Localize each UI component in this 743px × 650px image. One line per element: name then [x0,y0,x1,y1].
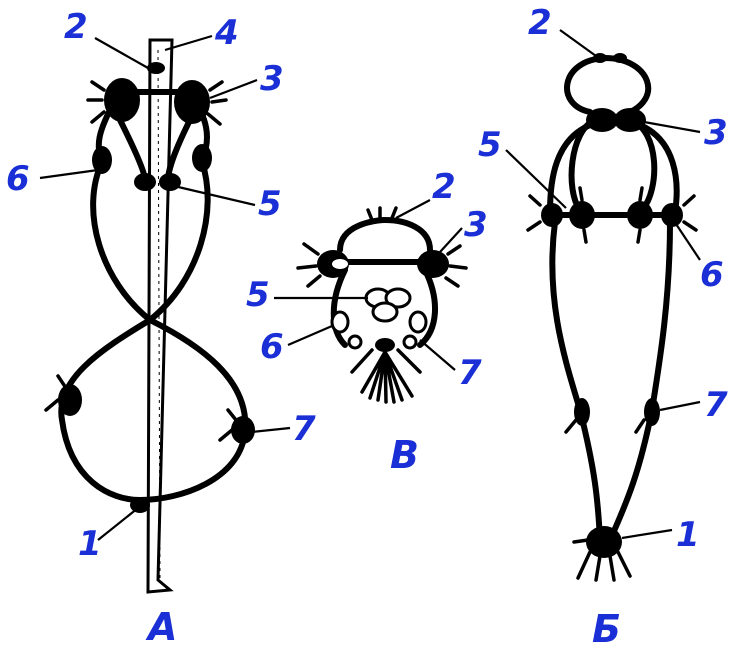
figure-c-label-6: 6 [700,255,724,295]
figure-b-label-2: 2 [432,167,456,207]
figure-a-label-4: 4 [214,13,239,53]
figure-b-label-5: 5 [246,275,270,315]
figure-a-label-3: 3 [260,59,284,99]
figure-c-label-5: 5 [478,125,502,165]
figure-a-label-2: 2 [64,7,88,47]
figure-b: 2 3 5 6 7 В [246,167,488,477]
figure-b-ganglion-7 [349,336,420,402]
figure-c-caption: Б [592,607,621,650]
figure-a-label-7: 7 [292,409,316,449]
figure-a-label-5: 5 [258,184,282,224]
figure-c-label-3: 3 [704,113,728,153]
figure-b-label-3: 3 [464,205,488,245]
figure-a-label-1: 1 [78,524,102,564]
figure-c-label-1: 1 [676,515,700,555]
figure-b-label-6: 6 [260,327,284,367]
figure-c: 2 3 5 6 7 1 Б [478,3,728,650]
figure-b-ganglion-5 [366,289,410,321]
figure-a-label-6: 6 [6,159,30,199]
figure-a-ganglion-2 [147,62,165,74]
figure-c-ganglion-5 [528,188,595,242]
figure-c-ganglion-6 [627,188,696,242]
figure-b-caption: В [390,433,419,477]
figure-b-label-7: 7 [458,353,482,393]
figure-c-label-7: 7 [704,385,728,425]
figure-a-caption: А [145,605,177,649]
figure-c-label-2: 2 [528,3,552,43]
figure-c-ganglion-1 [574,526,630,580]
figure-c-ganglion-3 [586,108,646,132]
